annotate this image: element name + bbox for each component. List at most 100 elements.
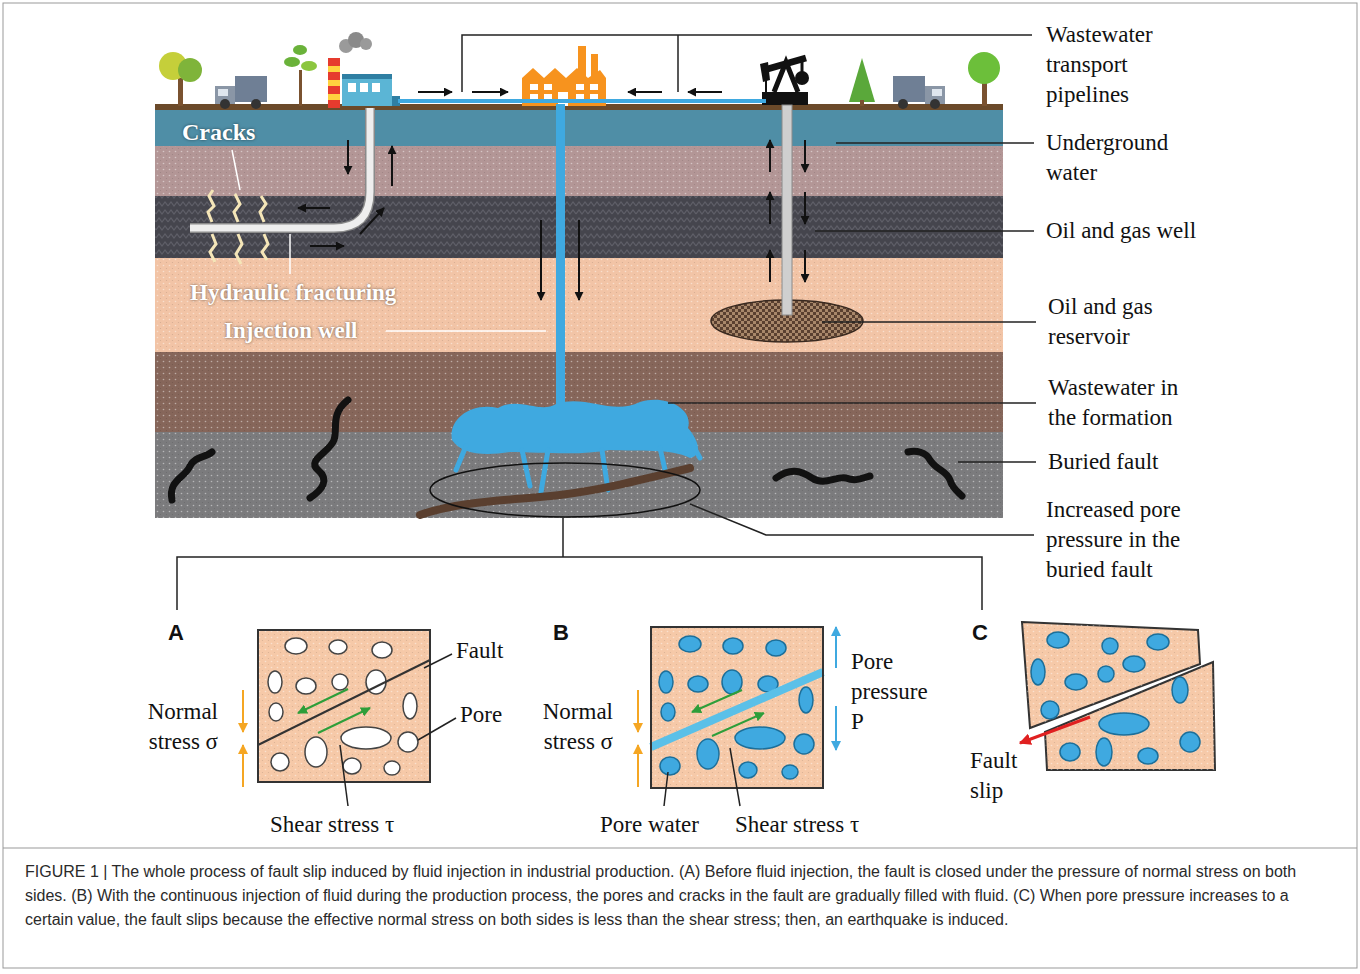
panel-b [697, 739, 719, 769]
surface-objects [159, 32, 1000, 109]
panel-a [271, 753, 289, 771]
oil-gas-well [782, 105, 792, 315]
surface-objects [893, 76, 925, 102]
stress-label: Normal stress σ [123, 697, 218, 757]
oil-gas-well [711, 105, 863, 342]
figure-border [3, 3, 1357, 968]
buried-faults [776, 471, 870, 481]
surface-objects [342, 74, 392, 79]
panel-b [651, 627, 823, 788]
panel-b [735, 727, 785, 749]
callout-label: Increased pore pressure in the buried fa… [1046, 495, 1211, 585]
injection-well [386, 330, 546, 332]
callout-label: Wastewater in the formation [1048, 373, 1208, 433]
panel-a [258, 630, 430, 782]
buried-faults [310, 400, 348, 498]
panel-a [340, 745, 348, 806]
panel-a [398, 732, 418, 752]
surface-objects [293, 45, 307, 55]
surface-objects [801, 62, 804, 78]
callout-label: Pore [460, 700, 502, 730]
strata [155, 110, 1003, 146]
leader-line [177, 143, 1036, 610]
panel-a [243, 630, 456, 806]
layer-label: Cracks [182, 117, 255, 147]
panel-a [242, 745, 244, 787]
panel-a [332, 674, 348, 690]
surface-objects [930, 99, 940, 109]
surface-objects [764, 58, 806, 70]
fracturing-well [260, 196, 268, 260]
callout-label: Pore water [600, 810, 699, 840]
stress-label: Normal stress σ [518, 697, 613, 757]
panel-b [688, 676, 708, 692]
callout-label: Fault slip [970, 746, 1035, 806]
injection-well [386, 104, 700, 492]
panel-c [1102, 638, 1118, 654]
panel-c [1065, 674, 1087, 690]
oil-gas-well [769, 140, 771, 172]
pipeline [472, 91, 508, 93]
panel-b [835, 627, 837, 668]
panel-c [1180, 732, 1200, 752]
oil-gas-well [769, 250, 771, 282]
buried-faults [420, 468, 690, 515]
strata [155, 146, 1003, 196]
panel-a [340, 654, 456, 806]
fracturing-well [208, 190, 216, 262]
panel-b [730, 748, 740, 806]
panel-c [1172, 677, 1188, 703]
stress-label: Shear stress τ [735, 810, 859, 840]
pipeline [628, 91, 662, 93]
surface-objects [178, 58, 202, 82]
surface-objects [544, 84, 552, 90]
panel-b [660, 757, 680, 775]
panel-a [343, 758, 361, 774]
panel-a [418, 718, 456, 740]
panel-c [1099, 713, 1149, 735]
oil-gas-well [804, 250, 806, 282]
callout-label: Oil and gas reservoir [1048, 292, 1178, 352]
strata [155, 104, 1003, 518]
leader-line [690, 504, 1034, 535]
panel-b [782, 765, 798, 779]
pipeline [398, 99, 766, 103]
panel-a [296, 678, 316, 694]
surface-objects [178, 78, 183, 106]
callout-label: Wastewater transport pipelines [1046, 20, 1186, 110]
layer-label: Injection well [224, 316, 358, 346]
fracturing-well [360, 208, 384, 234]
fracturing-well [289, 234, 291, 274]
pipeline [688, 91, 722, 93]
panel-a [242, 690, 244, 732]
surface-objects [762, 92, 808, 105]
panel-c [1047, 632, 1069, 648]
injection-well [540, 220, 542, 300]
fracturing-well [347, 140, 349, 174]
panel-b [637, 690, 639, 732]
panel-c [1060, 743, 1080, 761]
panel-b [679, 636, 701, 652]
oil-gas-well [804, 140, 806, 172]
panel-a [424, 654, 452, 668]
panel-a [269, 703, 283, 721]
panel-c [1031, 659, 1045, 685]
surface-objects [360, 83, 368, 92]
surface-objects [932, 89, 942, 96]
leader-line [836, 142, 1034, 144]
panel-c [1031, 632, 1200, 766]
surface-objects [251, 99, 261, 109]
panel-c [1096, 738, 1112, 766]
surface-objects [284, 57, 300, 67]
panel-b [664, 748, 740, 806]
panel-letter: C [972, 618, 988, 648]
surface-objects [372, 83, 380, 92]
buried-faults [908, 451, 962, 496]
surface-objects [576, 84, 584, 90]
panel-letter: B [553, 618, 569, 648]
panel-a [258, 660, 430, 745]
callout-label: Buried fault [1048, 447, 1159, 477]
panel-a [298, 689, 348, 713]
oil-gas-well [804, 192, 806, 224]
panel-a [403, 693, 417, 719]
